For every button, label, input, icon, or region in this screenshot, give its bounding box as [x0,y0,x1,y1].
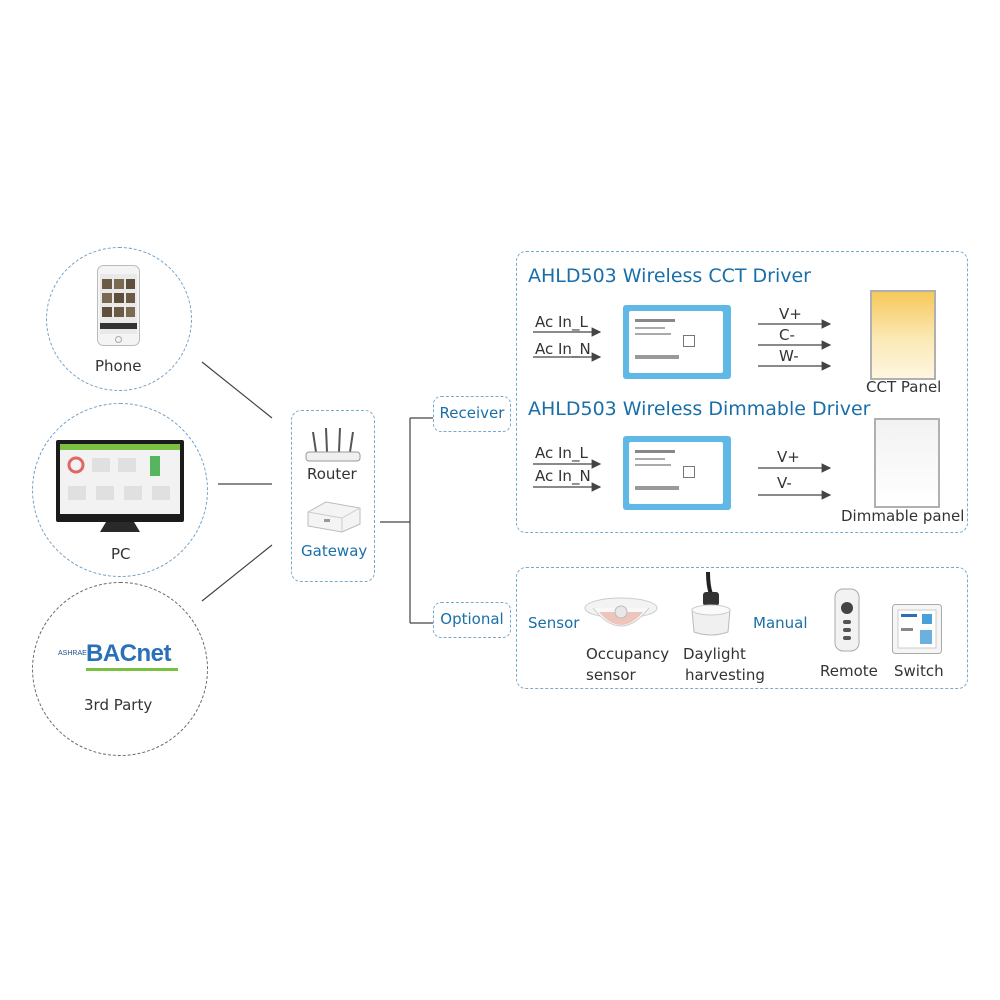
occupancy-sensor-icon [583,586,659,638]
occupancy-sensor-label-1: Occupancy [586,645,670,663]
router-label: Router [307,465,357,483]
gateway-icon [304,498,362,534]
daylight-harvesting-label-1: Daylight [683,645,746,663]
optional-tag: Optional [433,602,511,638]
cct-input-n-label: Ac In_N [535,340,591,358]
phone-link-line [201,361,273,419]
dim-output-vminus-label: V- [777,474,792,492]
bacnet-logo: ASHRAE BACnet [58,640,188,674]
router-icon [304,427,362,464]
cct-output-cminus-label: C- [779,326,795,344]
cct-panel-label: CCT Panel [866,378,942,396]
remote-icon [834,588,860,652]
cct-output-wminus-label: W- [779,347,799,365]
phone-icon [97,265,140,346]
phone-circle [46,247,192,391]
manual-label: Manual [753,614,808,632]
optional-box [516,567,968,689]
third-party-link-line [201,544,273,602]
dimmable-driver-device [623,436,731,510]
occupancy-sensor-label-2: sensor [586,666,636,684]
dim-input-n-label: Ac In_N [535,467,591,485]
sensor-label: Sensor [528,614,580,632]
pc-circle [32,403,208,577]
cct-input-l-label: Ac In_L [535,313,588,331]
remote-label: Remote [820,662,878,680]
third-party-label: 3rd Party [84,696,153,714]
pc-monitor-icon [56,440,184,532]
dimmable-panel-label: Dimmable panel [841,507,965,525]
network-box [291,410,375,582]
cct-driver-title: AHLD503 Wireless CCT Driver [528,265,811,287]
phone-label: Phone [95,357,142,375]
switch-label: Switch [894,662,944,680]
cct-driver-device [623,305,731,379]
cct-panel-icon [870,290,936,380]
dim-input-l-label: Ac In_L [535,444,588,462]
daylight-harvesting-label-2: harvesting [685,666,765,684]
pc-label: PC [111,545,131,563]
receiver-box [516,251,968,533]
daylight-sensor-icon [686,571,736,638]
switch-icon [892,604,942,654]
dimmable-driver-title: AHLD503 Wireless Dimmable Driver [528,398,871,420]
dim-output-vplus-label: V+ [777,448,800,466]
gateway-label: Gateway [301,542,368,560]
dimmable-panel-icon [874,418,940,508]
cct-output-vplus-label: V+ [779,305,802,323]
receiver-tag: Receiver [433,396,511,432]
third-party-circle [32,582,208,756]
ashrae-mark: ASHRAE [58,650,87,657]
bacnet-wordmark: BACnet [86,640,172,667]
